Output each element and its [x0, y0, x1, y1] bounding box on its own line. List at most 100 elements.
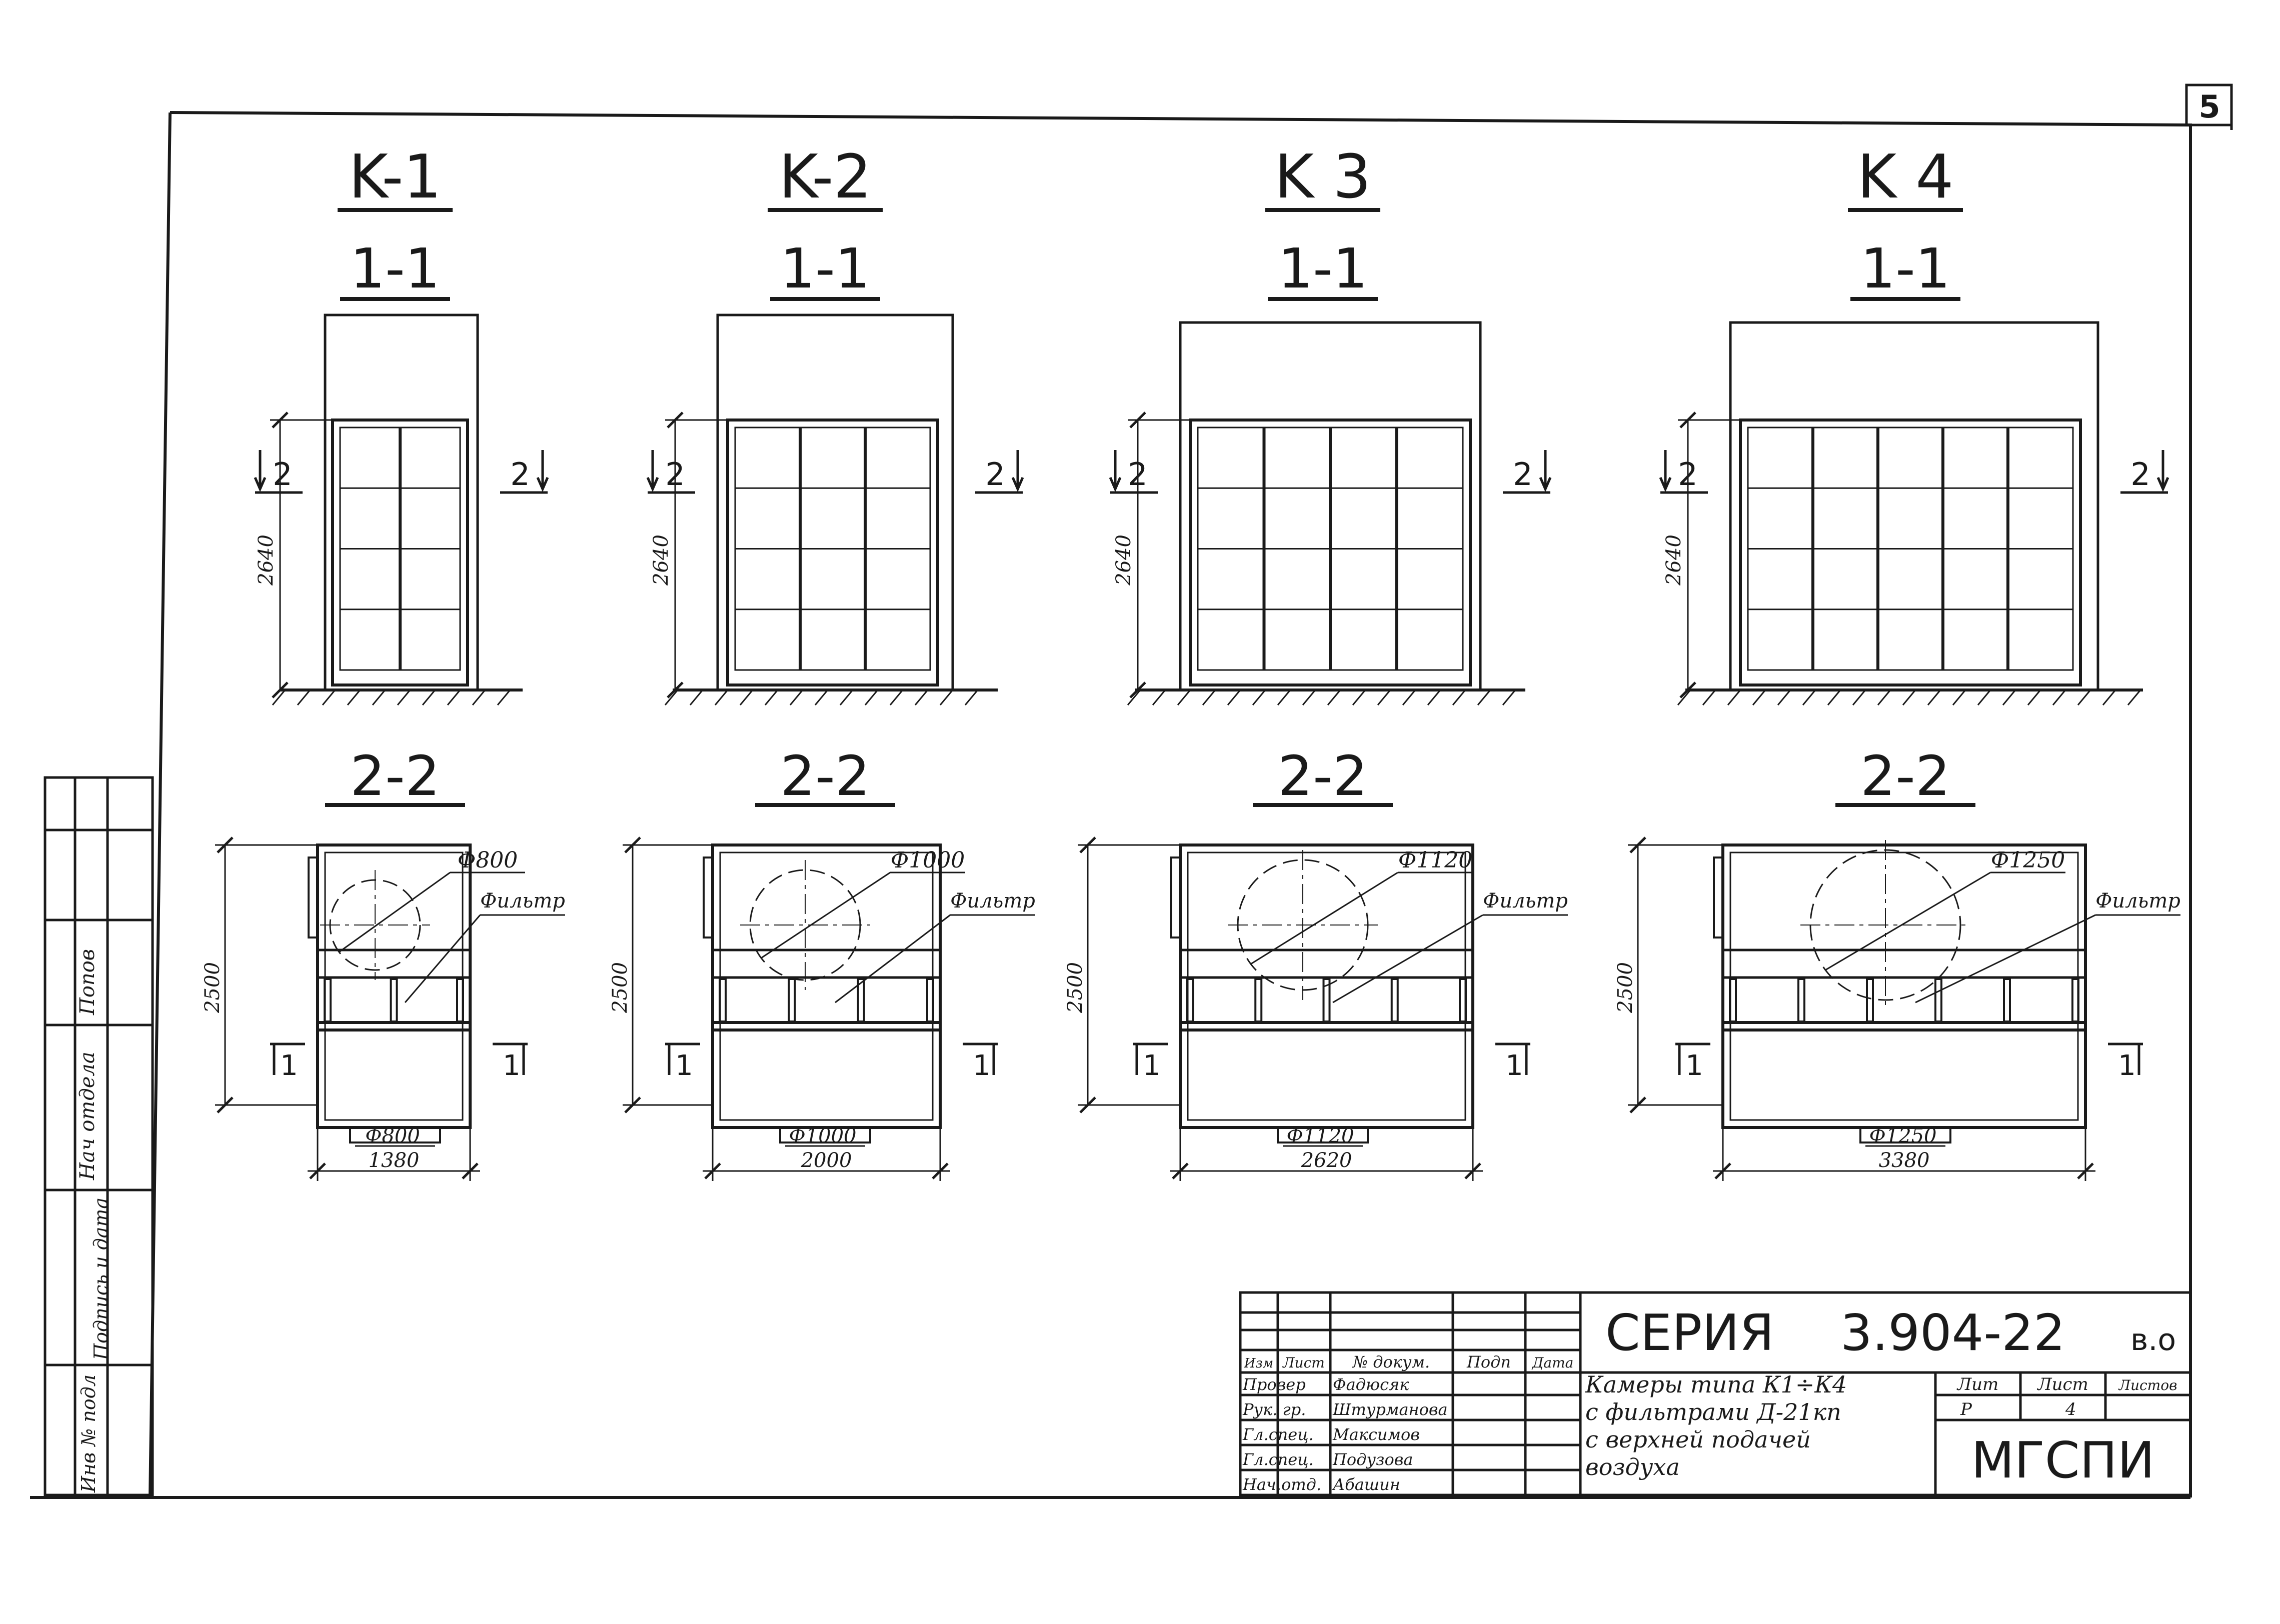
width-dimension: 1380	[369, 1149, 420, 1172]
sheet-header: Лист	[2036, 1374, 2088, 1394]
strip-label-name: Попов	[76, 949, 99, 1016]
section-mark-1: 1	[280, 1050, 298, 1082]
title-line-3: с верхней подачей	[1585, 1426, 1811, 1453]
duct-diameter-bottom: Ф1120	[1287, 1124, 1354, 1148]
filter-label: Фильтр	[480, 890, 565, 912]
row-role: Гл.спец.	[1242, 1425, 1314, 1444]
chamber-outline	[1729, 321, 2099, 692]
depth-dimension: 2500	[1064, 962, 1087, 1014]
plan-outline	[711, 844, 942, 1129]
section-mark-1: 1	[675, 1050, 693, 1082]
row-name: Фадюсяк	[1333, 1375, 1409, 1394]
title-line-4: воздуха	[1585, 1454, 1680, 1480]
section-mark-2: 2	[1513, 456, 1532, 492]
row-name: Подузова	[1332, 1450, 1413, 1469]
duct-diameter-top: Ф800	[458, 848, 518, 873]
col-header-change: Изм	[1244, 1356, 1273, 1371]
view-title: K 4	[1857, 142, 1953, 212]
strip-label-signature: Подпись и дата	[90, 1198, 112, 1360]
height-dimension: 2640	[1112, 534, 1135, 586]
duct-diameter-top: Ф1250	[1991, 848, 2065, 873]
filter-frame	[726, 418, 939, 686]
section-mark-1: 1	[1505, 1050, 1523, 1082]
title-line-1: Камеры типа К1÷К4	[1585, 1371, 1847, 1398]
col-header-document: № докум.	[1352, 1352, 1430, 1372]
width-dimension: 2000	[801, 1149, 852, 1172]
view-title: K-1	[349, 142, 442, 212]
door	[1170, 856, 1181, 938]
col-header-signature: Подп	[1466, 1352, 1511, 1372]
plan-outline	[1721, 844, 2087, 1129]
title-block-row: Гл.спец. Максимов	[1242, 1425, 1420, 1444]
title-block-row: Провер Фадюсяк	[1242, 1375, 1409, 1394]
filter-label: Фильтр	[2095, 890, 2180, 912]
section-1-title: 1-1	[780, 236, 870, 300]
sheet-number: 5	[2198, 88, 2220, 125]
door	[308, 856, 319, 938]
duct-diameter-top: Ф1000	[891, 848, 965, 873]
bottom-duct	[349, 1126, 441, 1144]
door	[703, 856, 714, 938]
section-mark-2: 2	[985, 456, 1005, 492]
sheets-header: Листов	[2118, 1377, 2177, 1394]
duct-diameter-bottom: Ф1000	[789, 1124, 857, 1148]
section-2-title: 2-2	[350, 744, 440, 808]
height-dimension: 2640	[1662, 534, 1685, 586]
row-name: Штурманова	[1332, 1400, 1448, 1419]
row-name: Максимов	[1332, 1425, 1420, 1444]
plan-outline	[316, 844, 472, 1129]
section-1-title: 1-1	[1278, 236, 1368, 300]
duct-diameter-bottom: Ф800	[365, 1124, 420, 1148]
title-block-row: Нач.отд. Абашин	[1242, 1475, 1400, 1494]
stage-value: Р	[1960, 1400, 1972, 1420]
section-mark-2: 2	[273, 456, 292, 492]
row-role: Гл.спец.	[1242, 1450, 1314, 1469]
strip-label-inventory: Инв № подл	[78, 1374, 100, 1493]
row-role: Нач.отд.	[1242, 1475, 1321, 1494]
section-2-title: 2-2	[780, 744, 870, 808]
row-role: Рук. гр.	[1242, 1400, 1306, 1419]
filter-label: Фильтр	[1483, 890, 1568, 912]
filter-frame	[331, 418, 469, 686]
filter-frame	[1189, 418, 1472, 686]
title-line-2: с фильтрами Д-21кп	[1585, 1398, 1841, 1426]
strip-label-head: Нач отдела	[76, 1052, 99, 1180]
series-label: СЕРИЯ	[1605, 1304, 1774, 1362]
stage-header: Лит	[1956, 1374, 1999, 1394]
section-mark-2: 2	[1128, 456, 1147, 492]
width-dimension: 2620	[1301, 1149, 1352, 1172]
section-mark-2: 2	[2130, 456, 2150, 492]
section-1-title: 1-1	[350, 236, 440, 300]
sheet-value: 4	[2065, 1400, 2076, 1420]
series-number: 3.904-22	[1840, 1304, 2065, 1362]
organization-name: МГСПИ	[1971, 1431, 2154, 1490]
col-header-date: Дата	[1531, 1354, 1574, 1371]
filter-frame	[1739, 418, 2082, 686]
view-title: K 3	[1274, 142, 1371, 212]
section-mark-1: 1	[1143, 1050, 1161, 1082]
chamber-outline	[716, 314, 954, 692]
section-mark-1: 1	[973, 1050, 991, 1082]
section-mark-2: 2	[1678, 456, 1697, 492]
title-block: Изм Лист № докум. Подп Дата Провер Фадюся…	[1239, 1291, 2192, 1496]
depth-dimension: 2500	[609, 962, 632, 1014]
row-role: Провер	[1242, 1375, 1306, 1394]
sheet-number-box: 5	[2185, 84, 2233, 130]
bottom-duct	[1859, 1126, 1951, 1144]
bottom-duct	[1277, 1126, 1369, 1144]
height-dimension: 2640	[650, 534, 673, 586]
row-name: Абашин	[1332, 1475, 1400, 1494]
elevation-view: 2640 2 2	[1659, 321, 2169, 706]
col-header-sheet: Лист	[1282, 1354, 1325, 1371]
title-block-row: Рук. гр. Штурманова	[1242, 1400, 1448, 1419]
title-block-row: Гл.спец. Подузова	[1242, 1450, 1413, 1469]
